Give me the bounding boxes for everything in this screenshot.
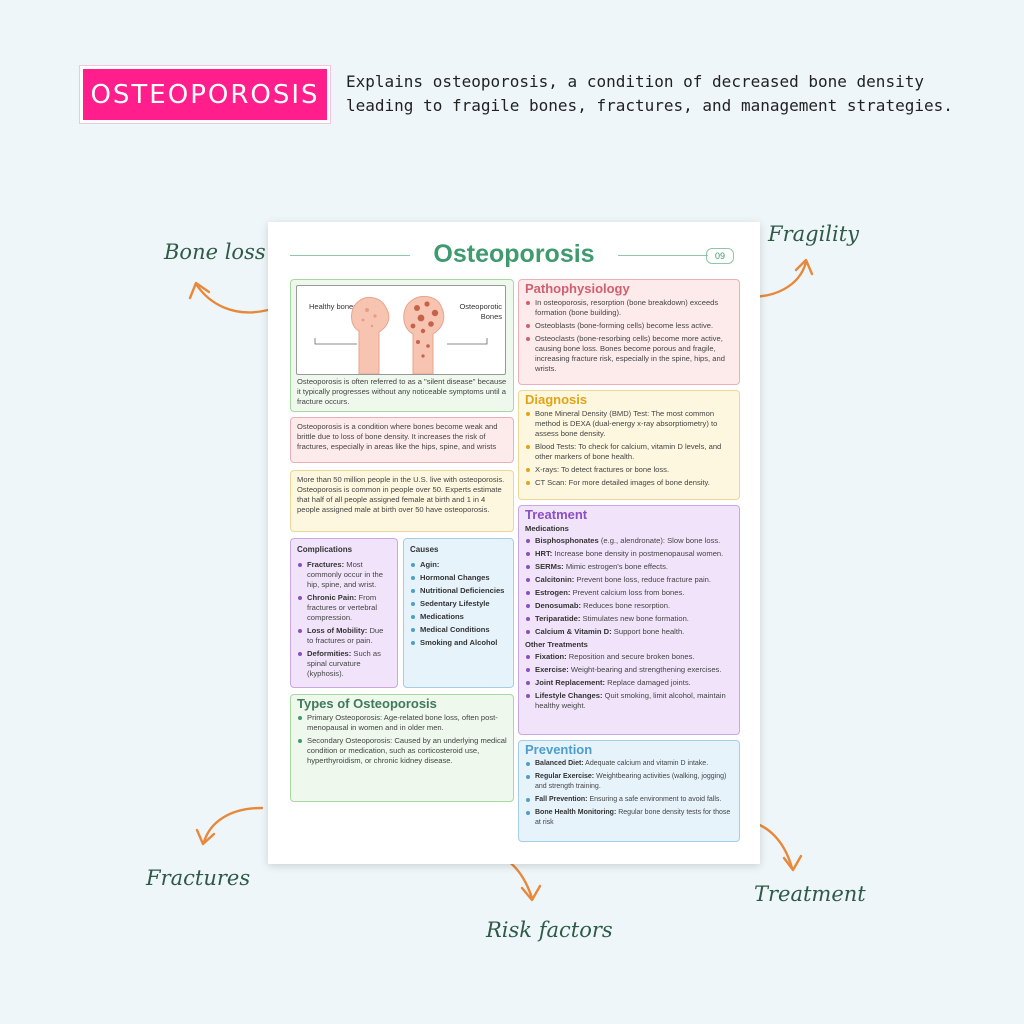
types-card: Types of Osteoporosis Primary Osteoporos… (290, 694, 514, 802)
statistics-text: More than 50 million people in the U.S. … (297, 475, 505, 514)
list-item: Primary Osteoporosis: Age-related bone l… (297, 713, 507, 733)
topic-badge: OSTEOPOROSIS (80, 66, 330, 123)
list-item: HRT: Increase bone density in postmenopa… (525, 549, 733, 559)
arrow-risk-head (520, 884, 542, 902)
list-item: X-rays: To detect fractures or bone loss… (525, 465, 733, 475)
complications-list: Fractures: Most commonly occur in the hi… (297, 560, 391, 679)
prevention-card: Prevention Balanced Diet: Adequate calci… (518, 740, 740, 842)
diagnosis-list: Bone Mineral Density (BMD) Test: The mos… (525, 409, 733, 488)
bone-illustration: Healthy bones Osteoporotic Bones (296, 285, 506, 375)
types-list: Primary Osteoporosis: Age-related bone l… (297, 713, 507, 766)
list-item: Calcitonin: Prevent bone loss, reduce fr… (525, 575, 733, 585)
callout-fragility: Fragility (768, 222, 860, 246)
arrow-fractures (202, 806, 264, 844)
osteoporotic-bones-label: Osteoporotic Bones (459, 302, 502, 321)
title-rule-right (618, 255, 708, 256)
list-item: Fall Prevention: Ensuring a safe environ… (525, 795, 733, 805)
list-item: Bone Health Monitoring: Regular bone den… (525, 808, 733, 828)
list-item: Bone Mineral Density (BMD) Test: The mos… (525, 409, 733, 439)
list-item: Regular Exercise: Weightbearing activiti… (525, 772, 733, 792)
complications-card: Complications Fractures: Most commonly o… (290, 538, 398, 688)
callout-treatment: Treatment (754, 882, 866, 906)
healthy-bones-label: Healthy bones (309, 302, 357, 311)
list-item: Osteoblasts (bone-forming cells) become … (525, 321, 733, 331)
silent-disease-text: Osteoporosis is often referred to as a "… (297, 377, 507, 406)
page-number: 09 (706, 248, 734, 264)
list-item: Fractures: Most commonly occur in the hi… (297, 560, 391, 590)
list-item: CT Scan: For more detailed images of bon… (525, 478, 733, 488)
arrow-fractures-head (195, 828, 216, 846)
prevention-list: Balanced Diet: Adequate calcium and vita… (525, 759, 733, 828)
types-title: Types of Osteoporosis (297, 696, 437, 711)
prevention-title: Prevention (525, 742, 593, 757)
list-item: Lifestyle Changes: Quit smoking, limit a… (525, 691, 733, 711)
pathophysiology-card: Pathophysiology In osteoporosis, resorpt… (518, 279, 740, 385)
illustration-card: Healthy bones Osteoporotic Bones Osteopo… (290, 279, 514, 412)
other-treatments-label: Other Treatments (525, 640, 588, 649)
list-item: Nutritional Deficiencies (410, 586, 507, 596)
osteoporotic-bone-icon (403, 295, 445, 374)
medications-list: Bisphosphonates (e.g., alendronate): Slo… (525, 536, 733, 637)
list-item: Exercise: Weight-bearing and strengtheni… (525, 665, 733, 675)
causes-card: Causes Agin: Hormonal Changes Nutritiona… (403, 538, 514, 688)
other-treatments-list: Fixation: Reposition and secure broken b… (525, 652, 733, 711)
treatment-card: Treatment Medications Bisphosphonates (e… (518, 505, 740, 735)
list-item: Teriparatide: Stimulates new bone format… (525, 614, 733, 624)
list-item: In osteoporosis, resorption (bone breakd… (525, 298, 733, 318)
worksheet-page: Osteoporosis 09 Healthy bones Osteoporot… (268, 222, 760, 864)
list-item: Calcium & Vitamin D: Support bone health… (525, 627, 733, 637)
arrow-bone-loss-head (188, 281, 211, 300)
arrow-bone-loss (194, 282, 270, 314)
sheet-title: Osteoporosis (433, 240, 595, 268)
definition-card: Osteoporosis is a condition where bones … (290, 417, 514, 463)
list-item: Chronic Pain: From fractures or vertebra… (297, 593, 391, 623)
list-item: Denosumab: Reduces bone resorption. (525, 601, 733, 611)
arrow-fragility-head (794, 258, 814, 276)
definition-text: Osteoporosis is a condition where bones … (297, 422, 498, 451)
title-rule-left (290, 255, 410, 256)
list-item: Fixation: Reposition and secure broken b… (525, 652, 733, 662)
list-item: Deformities: Such as spinal curvature (k… (297, 649, 391, 679)
list-item: Sedentary Lifestyle (410, 599, 507, 609)
bones-drawing (314, 295, 488, 374)
diagnosis-card: Diagnosis Bone Mineral Density (BMD) Tes… (518, 390, 740, 500)
list-item: Hormonal Changes (410, 573, 507, 583)
causes-title: Causes (410, 545, 439, 554)
callout-bone-loss: Bone loss (164, 240, 266, 264)
arrow-treatment-head (782, 854, 803, 872)
list-item: Loss of Mobility: Due to fractures or pa… (297, 626, 391, 646)
callout-fractures: Fractures (146, 866, 251, 890)
complications-title: Complications (297, 545, 353, 554)
causes-list: Agin: Hormonal Changes Nutritional Defic… (410, 560, 507, 648)
list-item: Osteoclasts (bone-resorbing cells) becom… (525, 334, 733, 374)
callout-risk-factors: Risk factors (486, 918, 613, 942)
list-item: Estrogen: Prevent calcium loss from bone… (525, 588, 733, 598)
pathophysiology-list: In osteoporosis, resorption (bone breakd… (525, 298, 733, 374)
intro-description: Explains osteoporosis, a condition of de… (346, 72, 953, 115)
list-item: Joint Replacement: Replace damaged joint… (525, 678, 733, 688)
list-item: Secondary Osteoporosis: Caused by an und… (297, 736, 507, 766)
list-item: Medical Conditions (410, 625, 507, 635)
medications-label: Medications (525, 524, 569, 533)
list-item: Bisphosphonates (e.g., alendronate): Slo… (525, 536, 733, 546)
list-item: Medications (410, 612, 507, 622)
diagnosis-title: Diagnosis (525, 392, 588, 407)
pathophysiology-title: Pathophysiology (525, 281, 630, 296)
list-item: Smoking and Alcohol (410, 638, 507, 648)
list-item: Balanced Diet: Adequate calcium and vita… (525, 759, 733, 769)
list-item: Blood Tests: To check for calcium, vitam… (525, 442, 733, 462)
healthy-bone-icon (351, 296, 390, 374)
treatment-title: Treatment (525, 507, 588, 522)
statistics-card: More than 50 million people in the U.S. … (290, 470, 514, 532)
list-item: SERMs: Mimic estrogen's bone effects. (525, 562, 733, 572)
list-item: Agin: (410, 560, 507, 570)
